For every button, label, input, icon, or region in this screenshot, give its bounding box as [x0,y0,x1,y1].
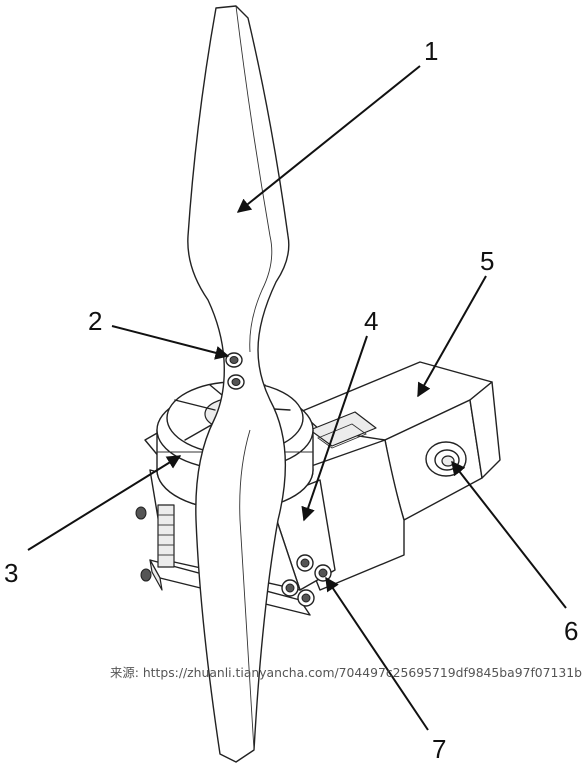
leader-lines [27,65,567,731]
leader-2 [111,325,230,360]
label-2: 2 [88,306,102,336]
leader-4 [301,335,368,522]
label-1: 1 [424,36,438,66]
label-5: 5 [480,246,494,276]
leader-6 [451,460,567,609]
source-note: 来源: https://zhuanli.tianyancha.com/70449… [110,665,582,680]
label-6: 6 [564,616,578,646]
propeller [187,5,290,763]
leader-3 [27,455,182,551]
leader-5 [417,275,487,398]
label-7: 7 [432,734,446,764]
leader-7 [325,576,429,731]
label-3: 3 [4,558,18,588]
leader-1 [236,65,421,213]
screw-group [281,554,332,607]
label-4: 4 [364,306,378,336]
